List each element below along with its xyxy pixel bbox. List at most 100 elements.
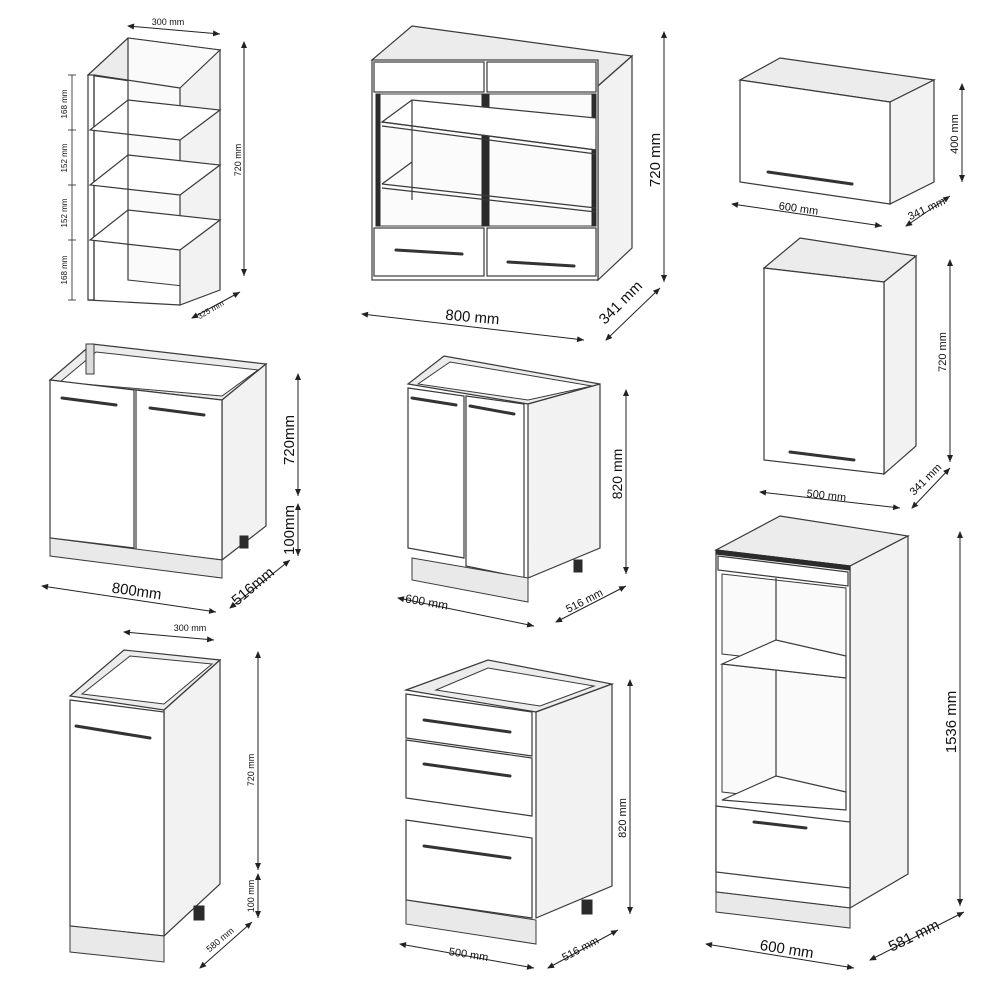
- base-double-height-label: 820 mm: [609, 449, 625, 500]
- glass-cabinet-depth-arrow: [605, 287, 661, 341]
- wall-cabinet-door: [763, 267, 885, 475]
- glass-cabinet-handle-left: [394, 248, 464, 256]
- glass-cabinet-top-rail-right: [486, 61, 597, 93]
- glass-cabinet-width-label: 800 mm: [445, 307, 500, 329]
- open-shelf-shelves: [88, 99, 222, 251]
- base-single-door: [69, 699, 165, 937]
- base-double-width-label: 600 mm: [404, 591, 449, 612]
- open-shelf-height-label: 720 mm: [233, 144, 243, 177]
- sink-base-cabinet: 800mm 720mm 100mm 516mm: [41, 343, 301, 614]
- open-shelf-shelf4-label: 168 mm: [60, 255, 69, 284]
- hood-cabinet-handle: [766, 170, 854, 186]
- sink-base-depth-arrow: [229, 559, 291, 609]
- sink-base-width-arrow: [41, 583, 217, 614]
- wall-cabinet-height-label: 720 mm: [937, 332, 949, 372]
- sink-base-plinth: [49, 537, 223, 579]
- base-single-height-label: 720 mm: [246, 754, 256, 787]
- drawer-base-width-label: 500 mm: [448, 946, 489, 964]
- open-shelf-left-edge: [87, 74, 95, 301]
- base-double-door-right: [465, 395, 525, 579]
- tall-cabinet-side: [849, 535, 909, 910]
- hood-cabinet-side: [889, 79, 935, 205]
- drawer-base-handle-3: [422, 844, 512, 860]
- tall-cabinet-width-arrow: [705, 941, 855, 970]
- base-single-handle: [74, 724, 152, 740]
- tall-cabinet-top-panel: [717, 555, 849, 587]
- open-shelf-cabinet: 168 mm 152 mm 152 mm 168 mm 300 mm 720 m…: [60, 17, 247, 321]
- wall-cabinet-handle: [788, 450, 856, 462]
- glass-cabinet-height-label: 720 mm: [647, 133, 664, 187]
- sink-base-handle-left: [60, 396, 118, 407]
- base-single-depth-arrow: [199, 921, 253, 969]
- glass-cabinet-side: [597, 54, 633, 282]
- base-single-plinth-label: 100 mm: [246, 880, 256, 913]
- glass-cabinet-handle-right: [506, 260, 576, 268]
- drawer-base-side: [535, 683, 613, 919]
- drawer-base-cabinet: 500 mm 820 mm 516 mm: [399, 659, 633, 970]
- open-shelf-shelf2-label: 152 mm: [60, 143, 69, 172]
- sink-base-depth-label: 516mm: [228, 564, 277, 609]
- wall-cabinet-width-label: 500 mm: [806, 488, 847, 504]
- base-double-width-arrow: [397, 596, 535, 628]
- drawer-base-depth-arrow: [547, 929, 619, 969]
- drawer-base-handle-1: [422, 718, 512, 734]
- glass-cabinet-drawer-right: [486, 227, 597, 277]
- open-shelf-shelf3-label: 152 mm: [60, 198, 69, 227]
- drawer-base-width-arrow: [399, 942, 535, 970]
- drawer-base-height-label: 820 mm: [617, 798, 629, 838]
- tall-cabinet-depth-label: 581 mm: [886, 916, 942, 955]
- wall-cabinet-side: [883, 254, 917, 476]
- hood-cabinet-height-label: 400 mm: [949, 114, 961, 154]
- glass-cabinet-width-arrow: [361, 311, 585, 343]
- base-double-handle-left: [410, 396, 458, 407]
- open-shelf-shelf-dims: 168 mm 152 mm 152 mm 168 mm: [60, 74, 76, 301]
- sink-base-width-label: 800mm: [111, 580, 163, 604]
- drawer-base-drawer-3: [405, 819, 533, 919]
- hood-cabinet: 600 mm 400 mm 341 mm: [731, 57, 965, 228]
- glass-cabinet-top-rail-left: [373, 61, 485, 93]
- open-shelf-shelf1-label: 168 mm: [60, 89, 69, 118]
- tall-cabinet-depth-arrow: [869, 911, 965, 961]
- hood-cabinet-front: [739, 79, 891, 205]
- open-shelf-depth-label: 325 mm: [196, 299, 226, 321]
- base-double-side: [527, 383, 601, 579]
- hood-cabinet-width-label: 600 mm: [778, 200, 819, 217]
- glass-wall-cabinet: 800 mm 720 mm 341 mm: [361, 25, 667, 343]
- tall-cabinet-height-label: 1536 mm: [943, 691, 960, 754]
- tall-oven-cabinet: 600 mm 1536 mm 581 mm: [705, 515, 965, 970]
- tall-cabinet-plinth: [715, 891, 851, 929]
- sink-base-door-left: [49, 379, 135, 549]
- base-double-handle-right: [468, 404, 516, 416]
- tall-cabinet-width-label: 600 mm: [759, 937, 815, 962]
- wall-cabinet-single: 500 mm 720 mm 341 mm: [759, 237, 953, 511]
- hood-cabinet-width-arrow: [731, 201, 883, 228]
- open-shelf-width-arrow: [127, 23, 221, 37]
- base-double-depth-arrow: [555, 585, 627, 623]
- base-double-cabinet: 600 mm 820 mm 516 mm: [397, 355, 629, 628]
- open-shelf-width-label: 300 mm: [152, 17, 185, 27]
- base-single-cabinet: 300 mm 720 mm 100 mm 580 mm: [68, 623, 261, 969]
- base-double-door-left: [407, 387, 465, 559]
- sink-base-door-right: [135, 389, 223, 561]
- drawer-base-depth-label: 516 mm: [560, 935, 601, 964]
- drawer-base-plinth: [405, 899, 537, 945]
- base-single-width-arrow: [123, 629, 215, 643]
- base-single-width-label: 300 mm: [174, 623, 207, 633]
- base-single-plinth: [69, 925, 165, 963]
- sink-base-handle-right: [148, 406, 206, 417]
- wall-cabinet-width-arrow: [759, 489, 901, 511]
- hood-cabinet-depth-arrow: [905, 195, 951, 227]
- sink-base-height-label: 720mm: [281, 415, 298, 465]
- tall-cabinet-handle: [752, 820, 808, 830]
- tall-cabinet-drawer: [715, 805, 851, 889]
- open-shelf-depth-arrow: [191, 291, 241, 319]
- drawer-base-drawer-2: [405, 739, 533, 817]
- base-double-depth-label: 516 mm: [564, 587, 605, 616]
- drawer-base-handle-2: [422, 762, 512, 778]
- hood-cabinet-depth-label: 341 mm: [906, 195, 947, 223]
- sink-base-plinth-label: 100mm: [281, 505, 298, 555]
- wall-cabinet-depth-arrow: [911, 467, 951, 509]
- glass-cabinet-depth-label: 341 mm: [596, 278, 646, 328]
